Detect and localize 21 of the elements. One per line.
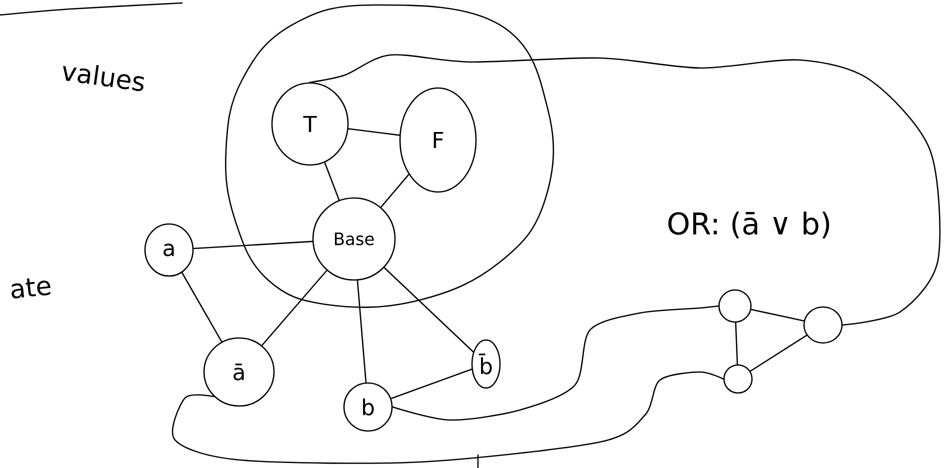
edge-line bbox=[172, 371, 724, 464]
edge-line bbox=[356, 280, 367, 384]
vertex-circle bbox=[718, 289, 752, 323]
handwritten-note: values bbox=[63, 64, 144, 92]
edge-line bbox=[261, 270, 328, 346]
edge-line bbox=[380, 174, 410, 208]
edge-line bbox=[309, 54, 941, 326]
vertex-circle bbox=[723, 364, 753, 394]
edge-line bbox=[192, 240, 314, 250]
edge-line bbox=[181, 272, 222, 342]
edge-line bbox=[392, 305, 719, 421]
edge-line bbox=[735, 322, 738, 365]
handwritten-note: OR: (ā ∨ b) bbox=[668, 212, 830, 238]
handwritten-note: ate bbox=[12, 278, 50, 298]
edge-line bbox=[348, 128, 400, 136]
vertex-circle bbox=[803, 306, 843, 344]
edge-line bbox=[390, 368, 472, 400]
edge-line bbox=[384, 266, 474, 353]
edge-line bbox=[750, 334, 808, 372]
edge-line bbox=[750, 308, 804, 322]
edge-line bbox=[324, 162, 340, 201]
